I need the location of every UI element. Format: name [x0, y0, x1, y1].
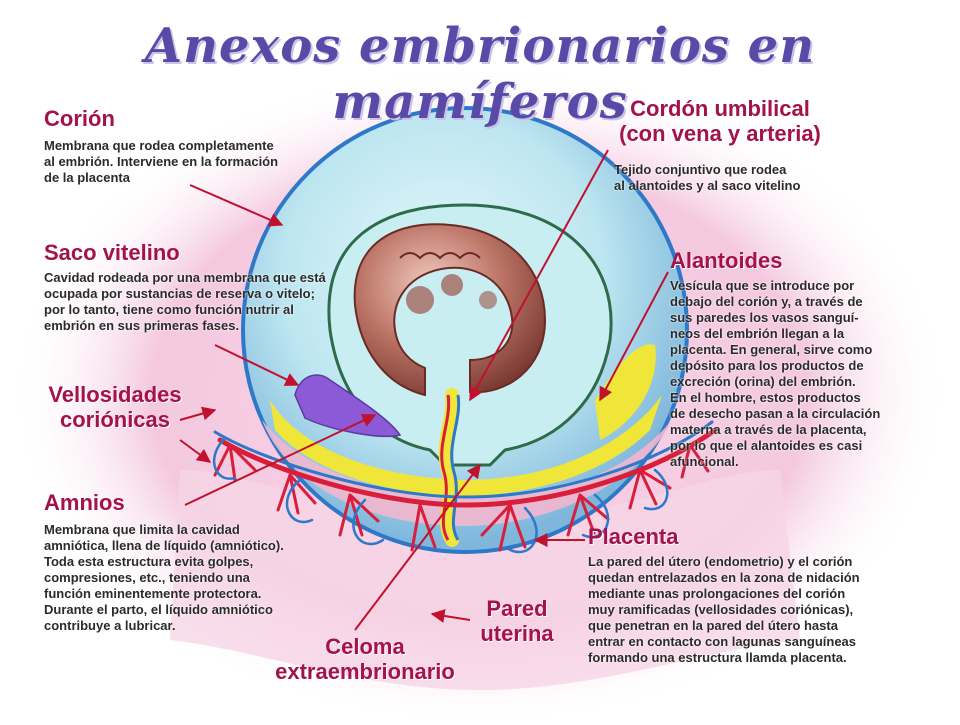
desc-line: materna a través de la placenta,	[670, 422, 867, 437]
desc-line: muy ramificadas (vellosidades coriónicas…	[588, 602, 854, 617]
desc-line: ocupada por sustancias de reserva o vite…	[44, 286, 315, 301]
desc-cordon-umbilical: Tejido conjuntivo que rodea al alantoide…	[614, 162, 800, 194]
uterine-wall	[170, 470, 800, 690]
arrow-vellosidades-2	[179, 439, 212, 463]
desc-line: al embrión. Interviene en la formación	[44, 154, 279, 169]
label-pared-uterina: Pared uterina	[462, 596, 572, 646]
desc-line: Durante el parto, el líquido amniótico	[44, 602, 273, 617]
desc-line: En el hombre, estos productos	[670, 390, 861, 405]
desc-placenta: La pared del útero (endometrio) y el cor…	[588, 554, 860, 666]
desc-line: sus paredes los vasos sanguí-	[670, 310, 859, 325]
desc-line: Cavidad rodeada por una membrana que est…	[44, 270, 326, 285]
label-line: (con vena y arteria)	[619, 121, 821, 146]
umbilical-artery	[440, 394, 451, 541]
label-line: Pared	[486, 596, 548, 621]
desc-alantoides: Vesícula que se introduce por debajo del…	[670, 278, 880, 470]
desc-line: neos del embrión llegan a la	[670, 326, 845, 341]
label-line: Celoma	[325, 634, 405, 659]
umbilical-cord	[438, 388, 460, 547]
arrow-celoma	[354, 463, 481, 631]
desc-line: debajo del corión y, a través de	[670, 294, 863, 309]
arrow-alantoides	[599, 271, 669, 402]
desc-amnios: Membrana que limita la cavidad amniótica…	[44, 522, 284, 634]
allantois-right-lobe	[595, 344, 656, 440]
arrow-corion	[189, 184, 284, 227]
desc-line: Membrana que limita la cavidad	[44, 522, 240, 537]
label-line: extraembrionario	[275, 659, 455, 684]
allantois	[270, 395, 662, 496]
label-line: coriónicas	[59, 407, 171, 432]
desc-line: excreción (orina) del embrión.	[670, 374, 856, 389]
label-line: uterina	[480, 621, 554, 646]
desc-line: Toda esta estructura evita golpes,	[44, 554, 254, 569]
desc-line: Tejido conjuntivo que rodea	[614, 162, 787, 177]
embryo	[353, 223, 547, 397]
label-amnios: Amnios	[44, 490, 125, 515]
arrow-saco-vitelino	[214, 344, 300, 386]
desc-line: quedan entrelazados en la zona de nidaci…	[588, 570, 860, 585]
desc-line: que penetran en la pared del útero hasta	[588, 618, 838, 633]
desc-line: de desecho pasan a la circulación	[670, 406, 881, 421]
page-title: Anexos embrionarios en mamíferos	[144, 18, 816, 130]
umbilical-vein	[450, 394, 461, 541]
desc-line: formando una estructura llamda placenta.	[588, 650, 847, 665]
desc-line: afuncional.	[670, 454, 739, 469]
arrow-vellosidades-1	[179, 406, 217, 421]
label-celoma-extraembrionario: Celoma extraembrionario	[260, 634, 470, 684]
label-corion: Corión	[44, 106, 115, 131]
label-placenta: Placenta	[588, 524, 679, 549]
desc-line: La pared del útero (endometrio) y el cor…	[588, 554, 853, 569]
desc-saco-vitelino: Cavidad rodeada por una membrana que est…	[44, 270, 326, 334]
desc-line: por lo que el alantoides es casi	[670, 438, 863, 453]
label-vellosidades-corionicas: Vellosidades coriónicas	[40, 382, 190, 432]
label-cordon-umbilical: Cordón umbilical (con vena y arteria)	[590, 96, 850, 146]
desc-line: función eminentemente protectora.	[44, 586, 262, 601]
desc-line: contribuye a lubricar.	[44, 618, 176, 633]
desc-line: compresiones, etc., teniendo una	[44, 570, 250, 585]
arrow-amnios	[184, 414, 377, 506]
desc-line: entrar en contacto con lagunas sanguínea…	[588, 634, 857, 649]
arrow-pared	[430, 609, 471, 623]
desc-line: depósito para los productos de	[670, 358, 864, 373]
desc-line: amniótica, llena de líquido (amniótico).	[44, 538, 284, 553]
desc-line: mediante unas prolongaciones del corión	[588, 586, 846, 601]
label-line: Cordón umbilical	[630, 96, 810, 121]
label-saco-vitelino: Saco vitelino	[44, 240, 180, 265]
label-line: Vellosidades	[48, 382, 182, 407]
desc-line: embrión en sus primeras fases.	[44, 318, 240, 333]
desc-line: placenta. En general, sirve como	[670, 342, 873, 357]
desc-line: Membrana que rodea completamente	[44, 138, 274, 153]
arrow-cordon	[469, 149, 609, 402]
desc-line: al alantoides y al saco vitelino	[614, 178, 801, 193]
desc-line: por lo tanto, tiene como función nutrir …	[44, 302, 294, 317]
desc-corion: Membrana que rodea completamente al embr…	[44, 138, 278, 186]
label-alantoides: Alantoides	[670, 248, 783, 273]
arrows	[179, 149, 669, 631]
desc-line: de la placenta	[44, 170, 130, 185]
desc-line: Vesícula que se introduce por	[670, 278, 855, 293]
